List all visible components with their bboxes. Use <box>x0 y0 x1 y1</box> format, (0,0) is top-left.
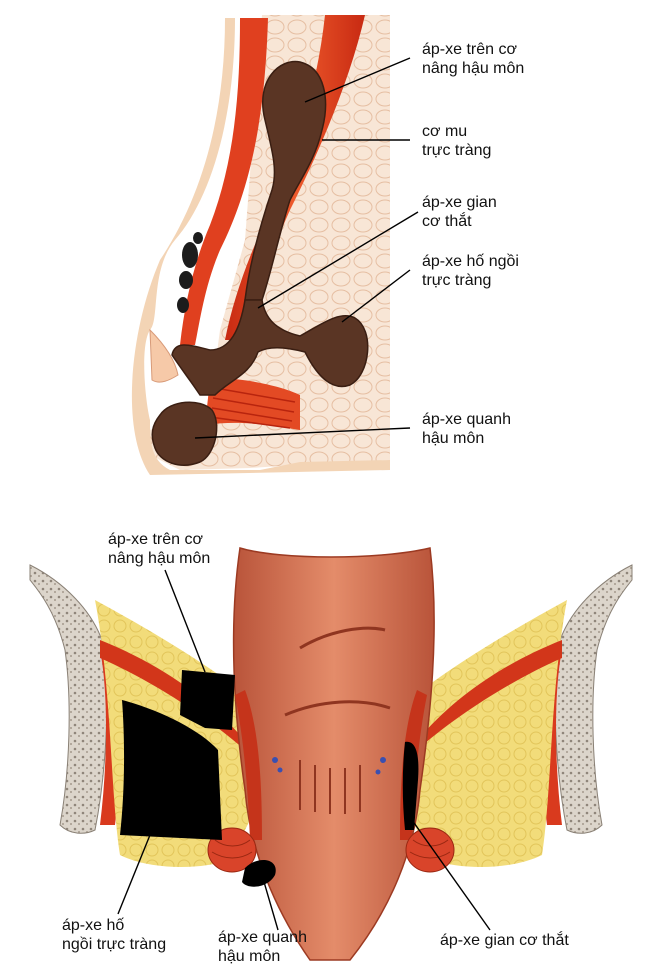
leader-ischiorectal <box>117 834 151 915</box>
label-perianal-abscess: áp-xe quanh hậu môn <box>218 928 307 966</box>
label-line: cơ thắt <box>422 213 472 230</box>
left-levator-ani <box>100 640 245 750</box>
label-line: nâng hậu môn <box>422 60 525 77</box>
label-line: ngồi trực tràng <box>62 936 167 953</box>
label-line: trực tràng <box>422 272 492 289</box>
label-line: áp-xe trên cơ <box>422 41 517 58</box>
left-internal-sphincter <box>235 690 262 840</box>
sagittal-illustration <box>131 15 419 475</box>
label-line: áp-xe hố ngồi <box>422 253 519 270</box>
rectum <box>232 547 435 961</box>
supralevator-abscess <box>244 60 327 301</box>
bottom-leader-lines <box>117 569 491 931</box>
label-line: áp-xe quanh <box>422 411 511 428</box>
intersphincteric-abscess <box>402 741 419 830</box>
abscesses-black <box>120 670 419 887</box>
label-line: cơ mu <box>422 123 468 140</box>
perianal-abscess <box>151 401 218 466</box>
label-line: áp-xe gian <box>422 194 497 211</box>
leader-supralevator <box>164 569 206 673</box>
ischiorectal-abscess <box>120 700 222 840</box>
label-line: nâng hậu môn <box>108 550 211 567</box>
leader-perianal <box>261 874 279 931</box>
perianal-abscess <box>242 859 276 887</box>
leader-supralevator <box>304 57 411 103</box>
leader-perianal <box>194 427 411 439</box>
label-line: hậu môn <box>218 948 281 965</box>
label-line: áp-xe trên cơ <box>108 531 203 548</box>
right-external-sphincter <box>405 827 455 873</box>
label-perianal-abscess: áp-xe quanh hậu môn <box>422 410 511 448</box>
label-puborectalis: cơ mu trực tràng <box>422 122 491 160</box>
sagittal-diagram: áp-xe trên cơ nâng hậu môn cơ mu trực tr… <box>131 15 524 475</box>
label-line: áp-xe quanh <box>218 929 307 946</box>
left-ischium <box>29 564 108 834</box>
coronal-illustration <box>29 547 633 961</box>
coronal-diagram: áp-xe trên cơ nâng hậu môn áp-xe hố ngồi… <box>0 490 662 972</box>
right-levator-ani <box>417 640 562 750</box>
label-intersphincteric-abscess: áp-xe gian cơ thắt <box>422 193 497 231</box>
rectal-fold-upper <box>299 626 386 650</box>
rectal-fold-lower <box>284 700 391 717</box>
rectal-wall-muscle <box>180 18 268 345</box>
label-line: trực tràng <box>422 142 492 159</box>
leader-ischiorectal <box>341 269 411 323</box>
hemorrhoidal-vessels <box>272 757 386 775</box>
anal-canal-folds <box>149 328 179 383</box>
anal-columns <box>299 760 361 814</box>
top-leader-lines <box>194 57 419 439</box>
label-ischiorectal-abscess: áp-xe hố ngồi trực tràng <box>422 252 519 290</box>
right-ischium <box>554 564 633 834</box>
intersphincteric-abscess <box>171 299 369 396</box>
abscess-tract <box>151 60 369 466</box>
lumen-content <box>177 232 203 313</box>
leader-intersphincteric <box>411 819 491 931</box>
label-intersphincteric-abscess: áp-xe gian cơ thắt <box>440 931 569 950</box>
supralevator-abscess <box>180 670 235 730</box>
label-supralevator-abscess: áp-xe trên cơ nâng hậu môn <box>422 40 524 78</box>
leader-intersphincteric <box>257 211 419 309</box>
label-line: áp-xe hố <box>62 917 125 934</box>
label-ischiorectal-abscess: áp-xe hố ngồi trực tràng <box>62 916 166 954</box>
label-line: áp-xe gian cơ thắt <box>440 932 569 949</box>
label-supralevator-abscess: áp-xe trên cơ nâng hậu môn <box>108 530 210 568</box>
label-line: hậu môn <box>422 430 485 447</box>
external-sphincter <box>205 378 300 430</box>
